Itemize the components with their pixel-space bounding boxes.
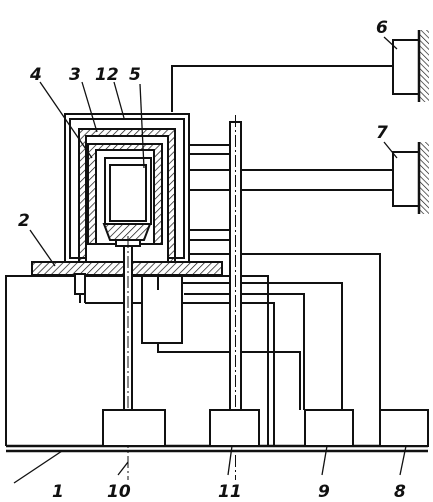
- label-7: 7: [376, 123, 388, 143]
- number-labels: 1 2 3 4 5 6 7 8 9 10 11 12: [18, 18, 406, 502]
- wall-mount-6: [392, 30, 429, 102]
- label-3: 3: [69, 65, 81, 85]
- bellows-housing: [141, 275, 183, 344]
- label-5: 5: [129, 65, 141, 85]
- label-10: 10: [107, 482, 131, 502]
- label-6: 6: [376, 18, 388, 38]
- connection-lines: [85, 65, 393, 446]
- label-12: 12: [95, 65, 119, 85]
- label-2: 2: [18, 211, 30, 231]
- instrument-11: [209, 409, 260, 447]
- instrument-10: [102, 409, 166, 447]
- label-8: 8: [394, 482, 406, 502]
- leader-lines: [13, 36, 407, 484]
- sample-holder-5: [102, 157, 152, 247]
- label-4: 4: [29, 65, 42, 85]
- instrument-8: [379, 409, 429, 447]
- label-1: 1: [52, 482, 64, 502]
- instrument-9: [304, 409, 354, 447]
- label-9: 9: [318, 482, 330, 502]
- connector-block: [74, 273, 86, 303]
- wall-mount-7: [392, 142, 429, 214]
- label-11: 11: [218, 482, 242, 502]
